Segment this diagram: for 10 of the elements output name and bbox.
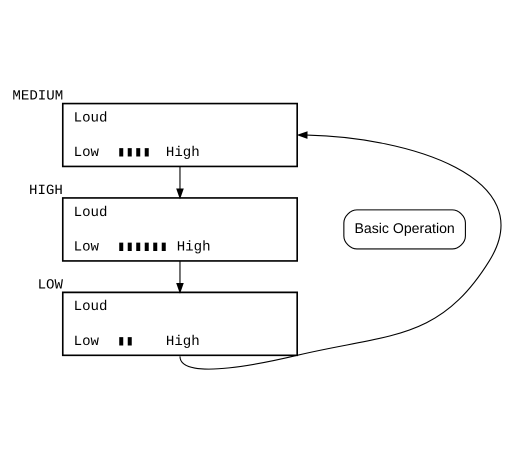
arrow [179,130,502,370]
node-label: MEDIUM [12,88,64,104]
node-box: Loud Low ▮▮▮▮▮▮ High [62,196,298,262]
node-box: Basic Operation [343,208,466,249]
node-label: LOW [38,276,63,293]
node-box: Loud Low ▮▮▮▮ High [62,102,298,167]
arrow [176,260,184,294]
arrow [176,166,184,199]
node-box: Loud Low ▮▮ High [62,291,298,356]
node-label: HIGH [29,182,63,199]
